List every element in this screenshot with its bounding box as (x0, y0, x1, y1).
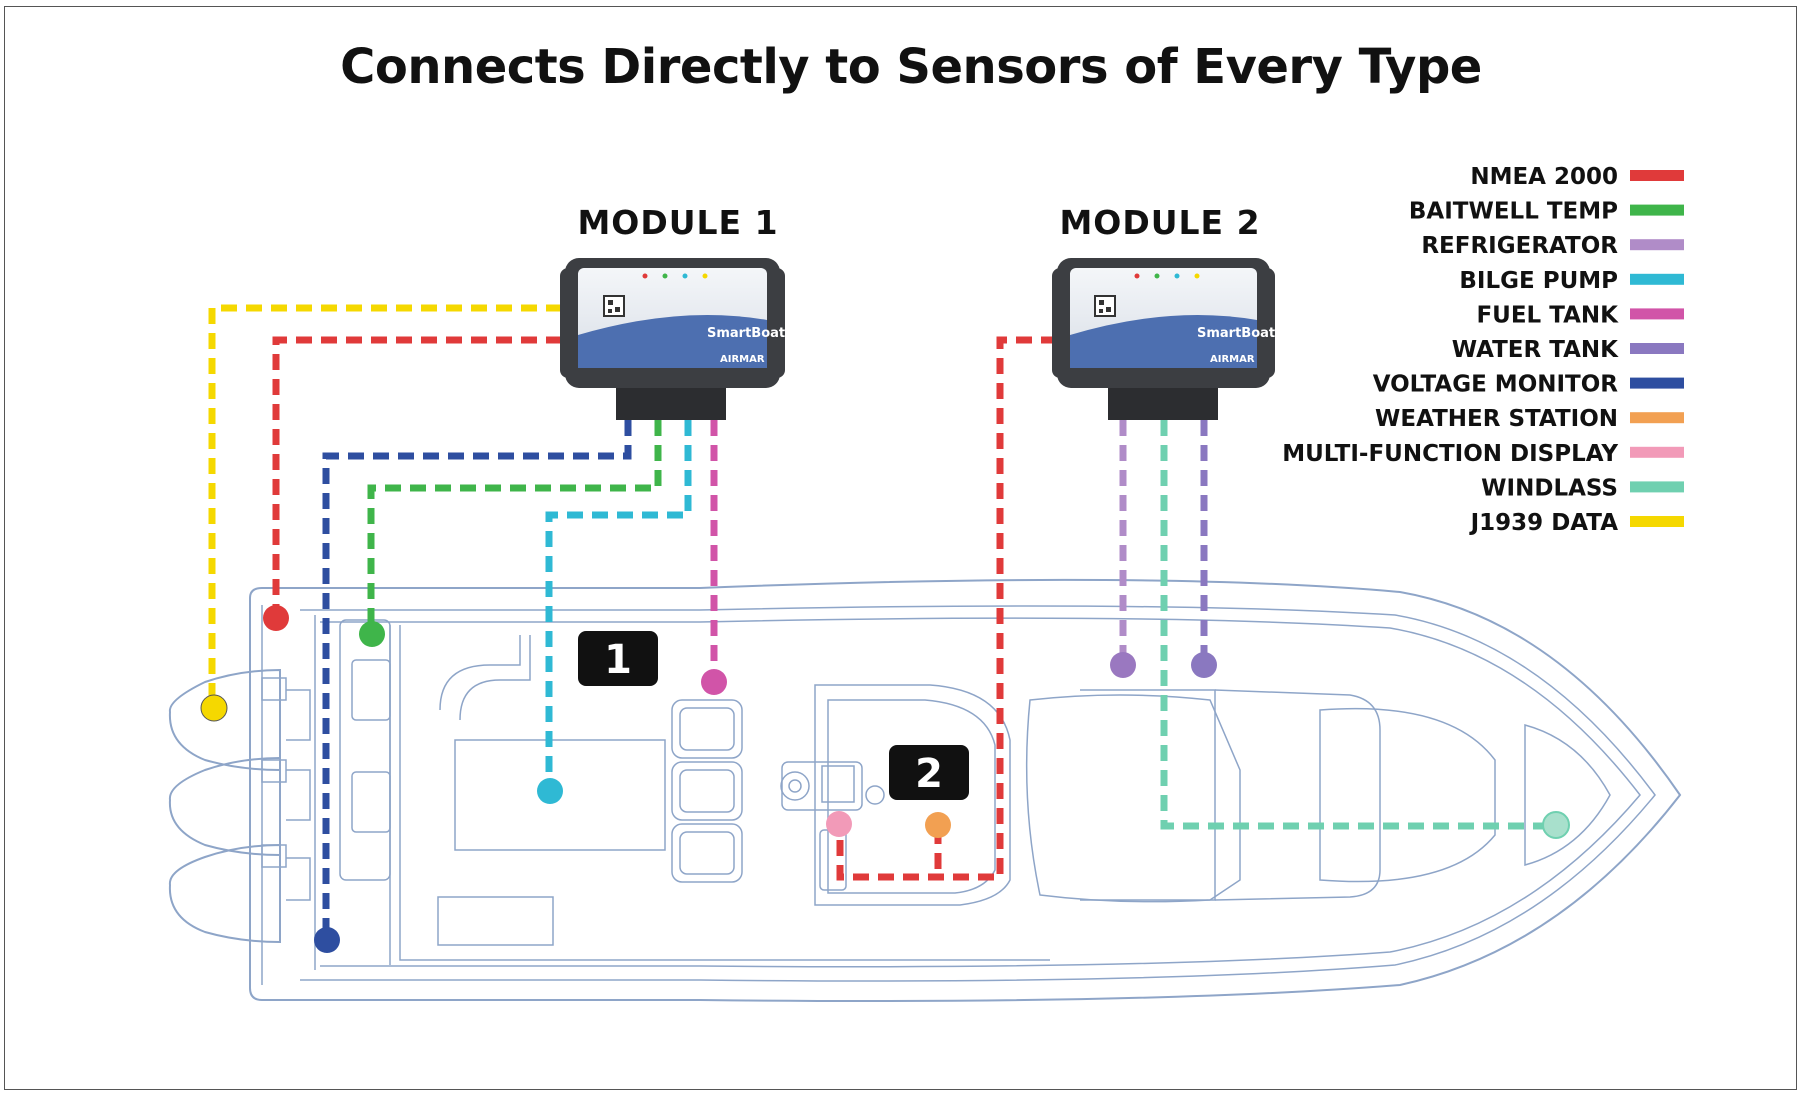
sensor-dots (200, 605, 1570, 953)
module-1-brand: SmartBoat (707, 326, 785, 341)
zone-badge-2: 2 (889, 745, 969, 800)
legend-swatch (1630, 239, 1684, 251)
legend-item: BILGE PUMP (1459, 268, 1684, 294)
sensor-mfd-dot (826, 811, 852, 837)
legend-swatch (1630, 204, 1684, 216)
legend-item: BAITWELL TEMP (1409, 199, 1684, 225)
sensor-water-tank-dot (1191, 652, 1217, 678)
outboard-engines (168, 668, 311, 944)
legend-label: MULTI-FUNCTION DISPLAY (1282, 441, 1618, 467)
legend-swatch (1630, 273, 1684, 285)
module-1-maker: AIRMAR (720, 354, 765, 365)
legend-label: J1939 DATA (1469, 510, 1619, 536)
legend-label: VOLTAGE MONITOR (1373, 372, 1619, 398)
legend-item: MULTI-FUNCTION DISPLAY (1282, 441, 1684, 467)
module-1: MODULE 1 SmartBoat AIRMAR (560, 203, 785, 420)
sensor-bilge-dot (537, 778, 563, 804)
legend-swatch (1630, 308, 1684, 320)
legend-swatch (1630, 343, 1684, 354)
sensor-j1939-dot (200, 694, 228, 722)
legend-swatch (1630, 170, 1684, 181)
module-2-maker: AIRMAR (1210, 354, 1255, 365)
wires (208, 304, 1555, 935)
legend-label: NMEA 2000 (1470, 164, 1618, 190)
wire-nmea-2 (836, 336, 1057, 881)
diagram-frame (4, 6, 1797, 1090)
sensor-refrigerator-dot (1110, 652, 1136, 678)
boat-outline (168, 578, 1682, 1002)
page-title: Connects Directly to Sensors of Every Ty… (340, 39, 1482, 95)
sensor-voltage-dot (314, 927, 340, 953)
legend-item: WATER TANK (1452, 337, 1684, 363)
legend-item: J1939 DATA (1469, 510, 1684, 536)
legend-label: WINDLASS (1481, 475, 1618, 501)
zone-badge-1: 1 (578, 631, 658, 686)
legend-item: WINDLASS (1481, 475, 1684, 501)
wire-nmea-1 (272, 336, 562, 615)
module-2-label: MODULE 2 (1059, 203, 1260, 242)
svg-text:2: 2 (915, 751, 943, 797)
legend-swatch (1630, 516, 1684, 527)
legend-label: REFRIGERATOR (1421, 233, 1618, 259)
legend-item: VOLTAGE MONITOR (1373, 372, 1684, 398)
wire-voltage (322, 420, 632, 935)
module-2: MODULE 2 SmartBoat AIRMAR (1052, 203, 1275, 420)
module-1-label: MODULE 1 (577, 203, 778, 242)
legend-label: FUEL TANK (1476, 302, 1619, 328)
wire-j1939 (208, 304, 562, 705)
sensor-weather-dot (925, 812, 951, 838)
wire-baitwell (367, 420, 662, 630)
sensor-windlass-dot (1542, 811, 1570, 839)
wire-windlass (1160, 420, 1555, 830)
legend-swatch (1630, 481, 1684, 493)
legend-item: NMEA 2000 (1470, 164, 1684, 190)
svg-text:1: 1 (604, 637, 632, 683)
legend-item: WEATHER STATION (1375, 406, 1684, 432)
sensor-nmea-dot (263, 605, 289, 631)
legend-label: WEATHER STATION (1375, 406, 1618, 432)
legend-label: BILGE PUMP (1459, 268, 1618, 294)
legend-label: WATER TANK (1452, 337, 1619, 363)
sensor-baitwell-dot (359, 621, 385, 647)
legend-swatch (1630, 412, 1684, 424)
legend-swatch (1630, 377, 1684, 389)
wire-bilge (545, 420, 692, 790)
module-2-brand: SmartBoat (1197, 326, 1275, 341)
legend-label: BAITWELL TEMP (1409, 199, 1618, 225)
legend-item: FUEL TANK (1476, 302, 1684, 328)
legend-swatch (1630, 446, 1684, 458)
sensor-fuel-dot (701, 669, 727, 695)
legend-item: REFRIGERATOR (1421, 233, 1684, 259)
